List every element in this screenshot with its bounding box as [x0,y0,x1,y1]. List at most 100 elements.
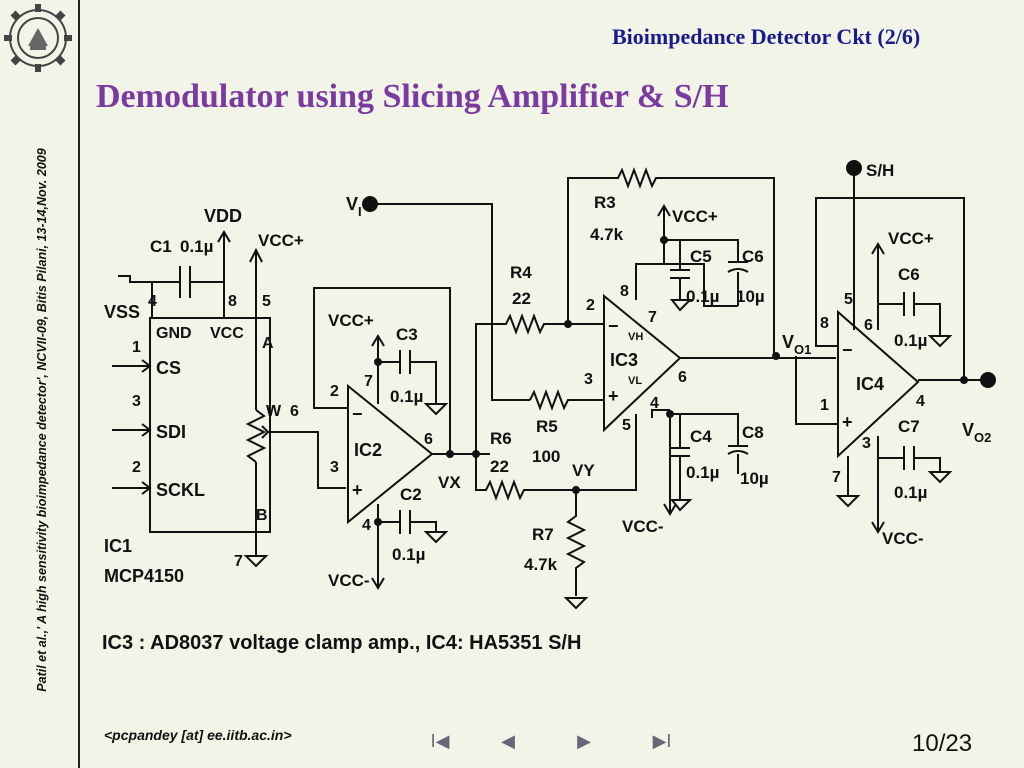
c8-name: C8 [742,423,764,442]
c6-name: C6 [742,247,764,266]
c6-value: 10µ [736,287,765,306]
vo2-label: V [962,420,974,440]
ic3-vh: VH [628,331,643,343]
pin-number: 3 [584,371,593,388]
ic1-part: MCP4150 [104,566,184,586]
ic1-pin-number: 8 [228,293,237,310]
pin-number: 4 [916,393,925,410]
ic3-vl: VL [628,375,642,387]
ground-symbol [243,555,269,568]
pin-number: 7 [364,373,373,390]
r5-value: 100 [532,447,560,466]
pin-number: 7 [832,469,841,486]
r6-value: 22 [490,457,509,476]
ic1-pin-vcc: VCC [210,325,244,342]
vcc-minus-label: VCC- [882,529,924,548]
c9-name: C6 [898,265,920,284]
pin-number: 2 [330,383,339,400]
footer-email: <pcpandey [at] ee.iitb.ac.in> [104,727,292,743]
ic1-pin-b: B [256,507,268,524]
pin-number: 1 [820,397,829,414]
vcc-minus-label: VCC- [622,517,664,536]
c7-name: C7 [898,417,920,436]
c1-name: C1 [150,237,172,256]
r6-name: R6 [490,429,512,448]
ic1-pin-number: 2 [132,459,141,476]
nav-next-button[interactable]: ▶ [577,731,591,751]
ic2-triangle [347,383,434,525]
slide-caption: IC3 : AD8037 voltage clamp amp., IC4: HA… [102,632,582,654]
vi-subscript: I [358,204,362,219]
nav-prev-button[interactable]: ◀ [501,731,515,751]
ic4-name: IC4 [856,374,884,394]
svg-text:−: − [608,316,619,336]
nav-last-button[interactable]: ▶I [652,731,672,751]
r4-value: 22 [512,289,531,308]
c2-value: 0.1µ [392,545,425,564]
svg-text:+: + [352,480,363,500]
vy-label: VY [572,461,595,480]
c1-value: 0.1µ [180,237,213,256]
ic1-pin-number: 4 [148,293,157,310]
c3-name: C3 [396,325,418,344]
svg-text:+: + [842,412,853,432]
vo1-label: V [782,332,794,352]
ic1-pin-number: 6 [290,403,299,420]
pin-number: 8 [820,315,829,332]
vcc-plus-arrow-ic1 [249,247,263,263]
c4-value: 0.1µ [686,463,719,482]
nav-first-button[interactable]: I◀ [430,731,450,751]
slide-title: Demodulator using Slicing Amplifier & S/… [96,78,729,115]
r7-value: 4.7k [524,555,558,574]
vcc-plus-label: VCC+ [258,231,304,250]
pin-number: 6 [424,431,433,448]
pin-number: 5 [844,291,853,308]
ic1-pin-sdi: SDI [156,422,186,442]
iitb-logo [4,4,72,72]
vcc-plus-label: VCC+ [672,207,718,226]
vo2-subscript: O2 [974,430,991,445]
r5-name: R5 [536,417,558,436]
c5-name: C5 [690,247,712,266]
c1-capacitor [179,266,191,298]
vss-label: VSS [104,302,140,322]
r3-name: R3 [594,193,616,212]
svg-text:−: − [352,404,363,424]
ic1-pin-w: W [266,403,282,420]
ic1-box [149,317,271,533]
ic1-pin-a: A [262,335,274,352]
ic1-pin-cs: CS [156,358,181,378]
vcc-plus-label: VCC+ [888,229,934,248]
ic1-pin-number: 7 [234,553,243,570]
ic1-name: IC1 [104,536,132,556]
svg-text:+: + [608,386,619,406]
svg-text:−: − [842,340,853,360]
vo1-subscript: O1 [794,342,811,357]
c8-value: 10µ [740,469,769,488]
pin-number: 3 [862,435,871,452]
ic4-triangle [837,309,920,459]
r4-name: R4 [510,263,532,282]
pin-number: 4 [362,517,371,534]
ic1-pin-number: 5 [262,293,271,310]
pin-number: 4 [650,395,659,412]
pin-number: 6 [864,317,873,334]
pin-number: 2 [586,297,595,314]
ic2-name: IC2 [354,440,382,460]
sh-label: S/H [866,161,894,180]
pin-number: 6 [678,369,687,386]
c5-value: 0.1µ [686,287,719,306]
r3-value: 4.7k [590,225,624,244]
vcc-plus-label: VCC+ [328,311,374,330]
pin-number: 5 [622,417,631,434]
ic1-pin-sckl: SCKL [156,480,205,500]
pin-number: 8 [620,283,629,300]
ic1-pin-number: 1 [132,339,141,356]
pin-number: 7 [648,309,657,326]
vi-label: V [346,194,358,214]
c7-value: 0.1µ [894,483,927,502]
sidebar: Patil et al.,' A high sensitivity bioimp… [0,0,80,768]
c2-name: C2 [400,485,422,504]
vcc-minus-label: VCC- [328,571,370,590]
